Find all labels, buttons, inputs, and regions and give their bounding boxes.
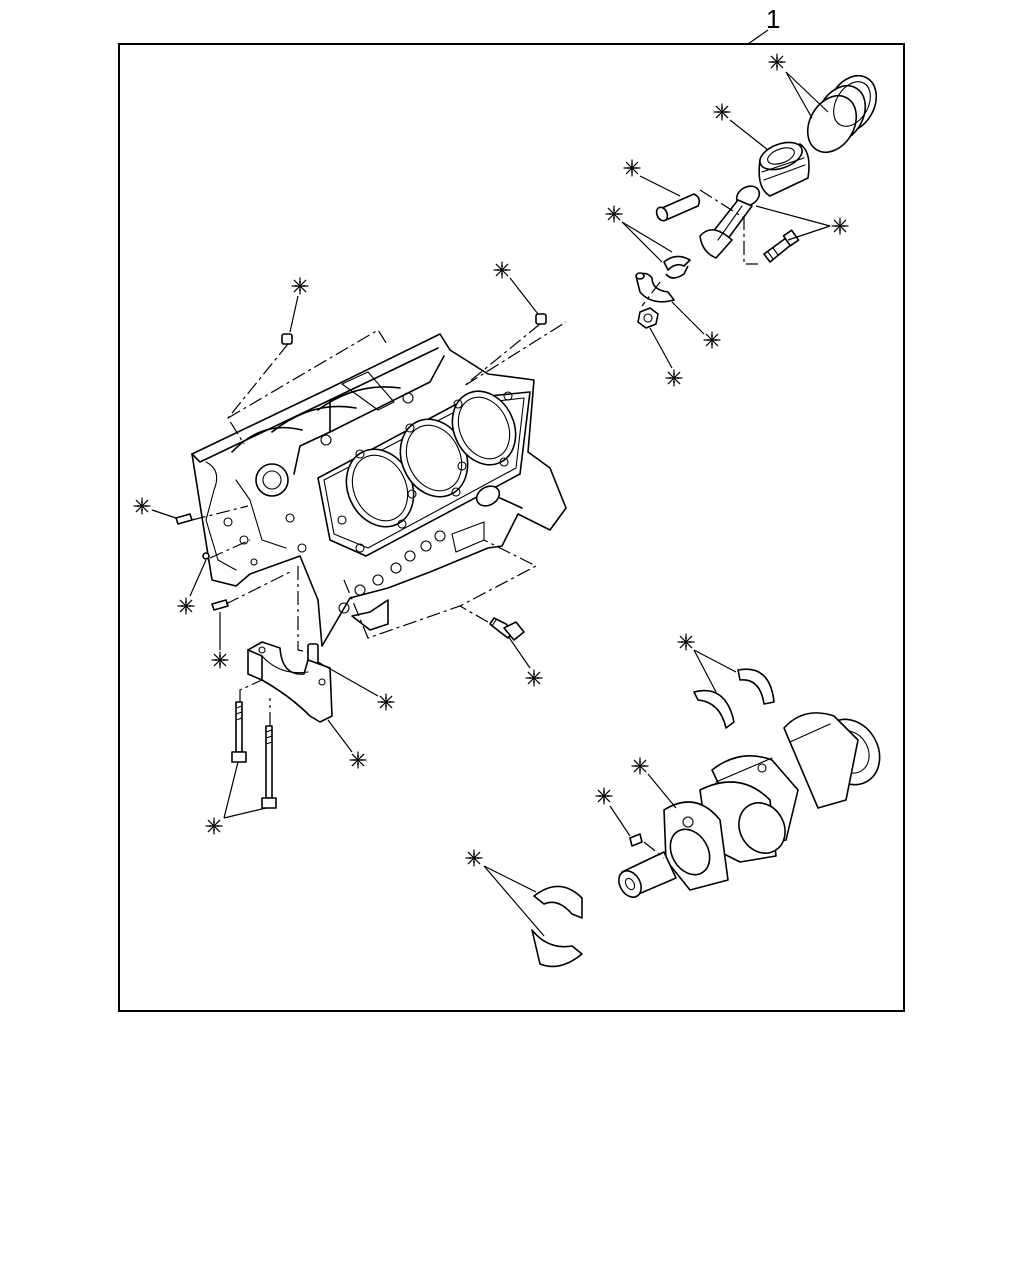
reference-mark-19 [595, 787, 631, 837]
main-cap-guides [239, 679, 271, 726]
reference-mark-20 [465, 849, 545, 937]
part-callout-number: 1 [766, 4, 780, 34]
cylinder-block [191, 333, 567, 647]
connecting-rod-bolt [763, 229, 800, 263]
connecting-rod-bearing [663, 255, 691, 279]
reference-mark-1 [768, 53, 829, 119]
reference-mark-9 [289, 277, 309, 333]
dowel-pin-front [175, 513, 193, 525]
connecting-rod-cap [635, 272, 675, 303]
reference-mark-14 [507, 635, 543, 687]
main-bearing-shells [531, 885, 583, 968]
piston-pin [655, 193, 701, 222]
reference-mark-12 [211, 612, 229, 669]
dowel-pin-top-right [535, 313, 547, 325]
reference-marks [133, 53, 849, 937]
reference-mark-2 [713, 103, 769, 151]
connecting-rod-nut [637, 307, 659, 329]
block-side-bolt [489, 617, 525, 641]
diagram-frame [118, 43, 905, 1012]
main-cap-bolt-long [261, 725, 277, 809]
reference-mark-17 [677, 633, 737, 693]
reference-mark-15 [327, 719, 367, 769]
dowel-pin-top [281, 333, 293, 345]
reference-mark-10 [133, 497, 177, 519]
reference-mark-7 [649, 327, 683, 387]
reference-mark-5 [755, 205, 849, 241]
piston-assembly-guides [641, 189, 758, 307]
main-cap-bolt-short [231, 701, 247, 763]
reference-mark-18 [631, 757, 677, 809]
dowel-pin-lower [211, 599, 229, 611]
connecting-rod [699, 185, 761, 259]
reference-mark-11 [177, 559, 207, 615]
dowel-pin-small [202, 552, 210, 560]
crankshaft-key [629, 833, 665, 859]
reference-mark-3 [623, 159, 681, 197]
block-assembly-guides [191, 321, 567, 653]
reference-mark-4 [605, 205, 673, 263]
thrust-washer [693, 668, 775, 729]
crankshaft [618, 712, 881, 898]
piston [758, 141, 810, 197]
reference-mark-13 [317, 661, 395, 711]
reference-mark-6 [671, 301, 721, 349]
piston-rings [806, 74, 878, 154]
reference-mark-16 [205, 761, 267, 835]
callout-leader [747, 29, 769, 45]
reference-mark-8 [493, 261, 539, 315]
main-bearing-cap [247, 641, 333, 723]
